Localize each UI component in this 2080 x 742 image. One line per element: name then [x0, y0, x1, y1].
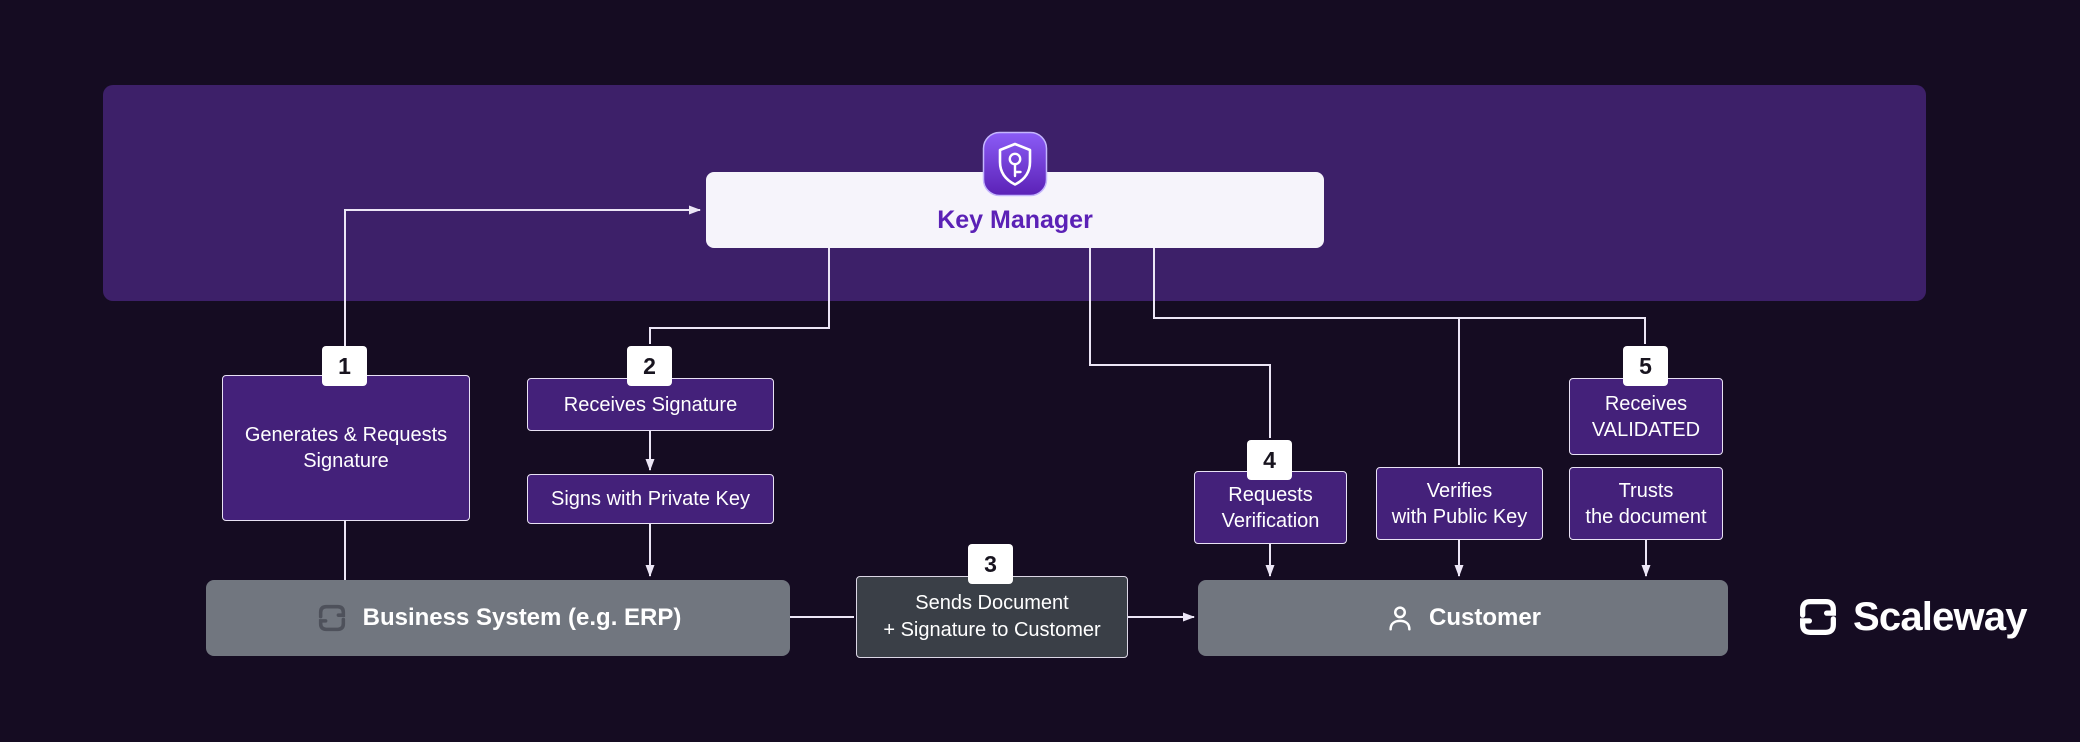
step-2-number: 2 [643, 352, 656, 379]
shield-key-icon [982, 131, 1048, 197]
business-system-label: Business System (e.g. ERP) [362, 604, 682, 631]
node-trusts-document: Trusts the document [1569, 467, 1723, 540]
node-receives-signature-label: Receives Signature [563, 393, 738, 416]
scaleway-logo: Scaleway [1795, 594, 2028, 640]
node-sends-document: Sends Document + Signature to Customer [856, 576, 1128, 658]
scaleway-wordmark: Scaleway [1853, 594, 2028, 639]
connector-generate-to-keymanager [344, 205, 701, 346]
node-receives-validated: Receives VALIDATED [1569, 378, 1723, 455]
node-verifies-public-key-label: Verifies with Public Key [1391, 479, 1528, 528]
scaleway-mark-icon [1800, 599, 1836, 635]
step-4-number: 4 [1263, 446, 1276, 473]
node-trusts-document-label: Trusts the document [1585, 479, 1707, 528]
step-5-badge: 5 [1623, 346, 1668, 386]
key-manager-node: Key Manager [706, 172, 1324, 248]
node-signs-private-key: Signs with Private Key [527, 474, 774, 524]
node-requests-verification-label: Requests Verification [1221, 483, 1320, 532]
step-3-badge: 3 [968, 544, 1013, 584]
step-1-number: 1 [338, 352, 351, 379]
node-generates-requests-signature: Generates & Requests Signature [222, 375, 470, 521]
step-2-badge: 2 [627, 346, 672, 386]
key-manager-label: Key Manager [937, 205, 1093, 234]
connector-keymanager-to-step2 [649, 248, 830, 344]
node-receives-validated-label: Receives VALIDATED [1591, 392, 1701, 441]
person-icon [1389, 606, 1411, 631]
node-business-system: Business System (e.g. ERP) [206, 580, 790, 656]
node-generates-label: Generates & Requests Signature [244, 424, 448, 472]
node-customer: Customer [1198, 580, 1728, 656]
step-1-badge: 1 [322, 346, 367, 386]
node-sends-document-label: Sends Document + Signature to Customer [883, 592, 1101, 641]
connector-keymanager-to-step5 [1153, 248, 1646, 344]
step-4-badge: 4 [1247, 440, 1292, 480]
erp-system-icon [318, 604, 345, 632]
connector-keymanager-to-step4 [1089, 248, 1271, 438]
node-requests-verification: Requests Verification [1194, 471, 1347, 544]
step-3-number: 3 [984, 550, 997, 577]
customer-label: Customer [1428, 604, 1542, 631]
step-5-number: 5 [1639, 352, 1652, 379]
node-verifies-public-key: Verifies with Public Key [1376, 467, 1543, 540]
node-signs-private-key-label: Signs with Private Key [551, 488, 750, 510]
node-receives-signature: Receives Signature [527, 378, 774, 431]
